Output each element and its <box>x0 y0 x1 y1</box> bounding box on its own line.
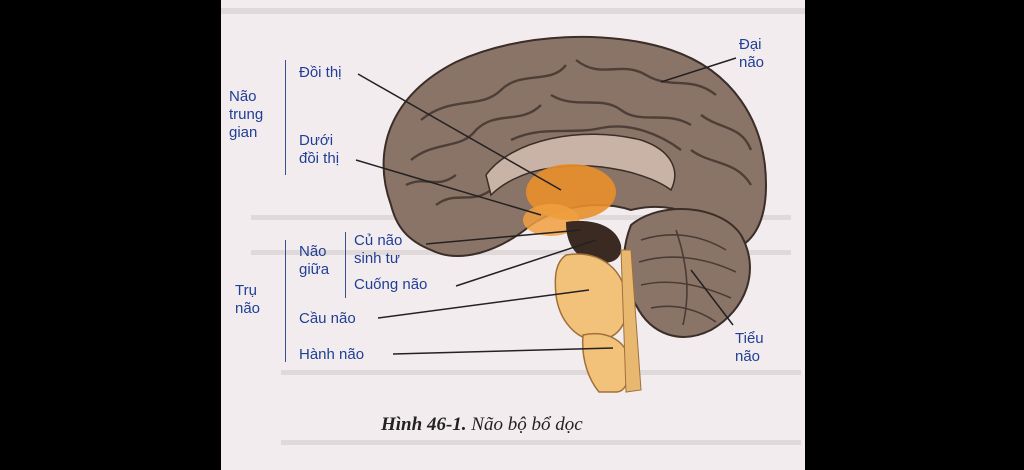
label-tieu-nao: Tiểu não <box>735 330 764 365</box>
figure-title: Não bộ bổ dọc <box>466 414 583 435</box>
figure-number: Hình 46-1. <box>381 414 467 435</box>
bracket-nao-trung-gian <box>285 60 286 175</box>
label-tru-nao: Trụ não <box>235 282 261 317</box>
label-nao-trung-gian: Não trung gian <box>229 88 264 141</box>
leader-lines <box>355 57 737 355</box>
bracket-nao-giua <box>345 232 346 298</box>
medulla-shape <box>581 333 631 393</box>
gyri-lines <box>405 59 753 206</box>
leader-dai-nao <box>660 57 737 83</box>
figure-panel: Đại não Đồi thị Não trung gian Dưới đồi … <box>221 0 805 470</box>
label-nao-giua: Não giữa <box>299 243 330 278</box>
label-duoi-doi-thi: Dưới đồi thị <box>299 132 340 167</box>
spinal-cord-shape <box>620 249 642 393</box>
cerebellum-shape <box>623 208 751 338</box>
label-cuong-nao: Cuống não <box>354 276 428 293</box>
label-doi-thi: Đồi thị <box>299 64 342 81</box>
leader-cuong-nao <box>455 239 597 287</box>
label-cau-nao: Cầu não <box>299 310 356 327</box>
leader-duoi-doi-thi <box>355 159 542 216</box>
midbrain-shape <box>566 220 622 263</box>
cerebellum-folia <box>638 229 737 326</box>
brain-illustration <box>221 8 805 445</box>
pons-shape <box>554 253 628 341</box>
leader-tieu-nao <box>690 269 734 326</box>
label-dai-nao: Đại não <box>739 36 765 71</box>
bracket-tru-nao <box>285 240 286 362</box>
leader-cu-nao-sinh-tu <box>425 229 582 245</box>
hypothalamus-shape <box>523 204 579 236</box>
figure-caption: Hình 46-1. Não bộ bổ dọc <box>381 414 583 436</box>
leader-cau-nao <box>377 289 590 319</box>
label-hanh-nao: Hành não <box>299 346 365 363</box>
leader-doi-thi <box>357 73 562 191</box>
label-cu-nao-sinh-tu: Củ não sinh tư <box>354 232 403 267</box>
leader-hanh-nao <box>392 347 614 355</box>
